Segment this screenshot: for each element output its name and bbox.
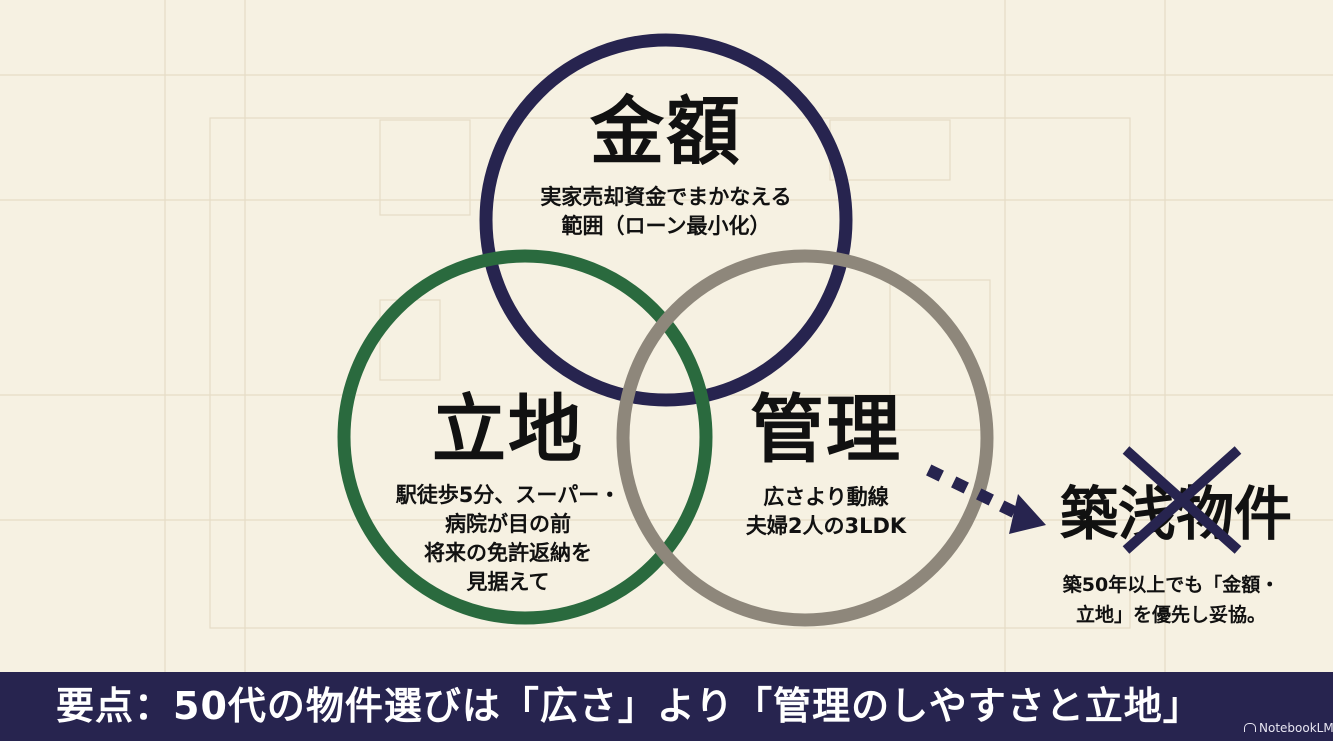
watermark-label: NotebookLM xyxy=(1259,721,1333,735)
arrow-dash xyxy=(951,476,969,494)
cross-out-icon xyxy=(1122,446,1242,554)
arrow-dash xyxy=(999,500,1017,518)
blueprint-background xyxy=(0,0,1333,672)
arrow-dash xyxy=(926,464,944,482)
circle-location-title: 立地 xyxy=(432,387,584,473)
note-line: 立地」を優先し妥協。 xyxy=(1075,604,1266,626)
circle-location xyxy=(337,249,713,625)
dotted-arrow xyxy=(926,464,1046,534)
circle-management-title: 管理 xyxy=(750,387,902,473)
circle-management xyxy=(616,249,994,627)
arrow-dash xyxy=(976,488,994,506)
description-line: 病院が目の前 xyxy=(445,512,571,536)
circle-amount-title: 金額 xyxy=(590,89,742,175)
description-line: 夫婦2人の3LDK xyxy=(745,514,907,538)
description-line: 駅徒歩5分、スーパー・ xyxy=(395,483,621,507)
footer-key-point: 要点：50代の物件選びは「広さ」より「管理のしやすさと立地」 xyxy=(56,684,1202,728)
circle-amount-description: 実家売却資金でまかなえる 範囲（ローン最小化） xyxy=(506,183,826,241)
circle-management-description: 広さより動線 夫婦2人の3LDK xyxy=(686,483,966,541)
note-line: 築50年以上でも「金額・ xyxy=(1062,574,1280,596)
rejected-option-note: 築50年以上でも「金額・ 立地」を優先し妥協。 xyxy=(1036,570,1306,630)
notebooklm-watermark: NotebookLM xyxy=(1244,721,1333,735)
circle-amount xyxy=(479,33,853,407)
arrow-head xyxy=(1009,494,1046,534)
description-line: 広さより動線 xyxy=(763,485,889,509)
description-line: 実家売却資金でまかなえる xyxy=(540,185,792,209)
description-line: 範囲（ローン最小化） xyxy=(561,214,771,238)
footer-banner xyxy=(0,672,1333,741)
description-line: 見据えて xyxy=(466,570,550,594)
description-line: 将来の免許返納を xyxy=(424,541,592,565)
notebooklm-logo-icon xyxy=(1244,723,1256,732)
circle-location-description: 駅徒歩5分、スーパー・ 病院が目の前 将来の免許返納を 見据えて xyxy=(368,481,648,597)
